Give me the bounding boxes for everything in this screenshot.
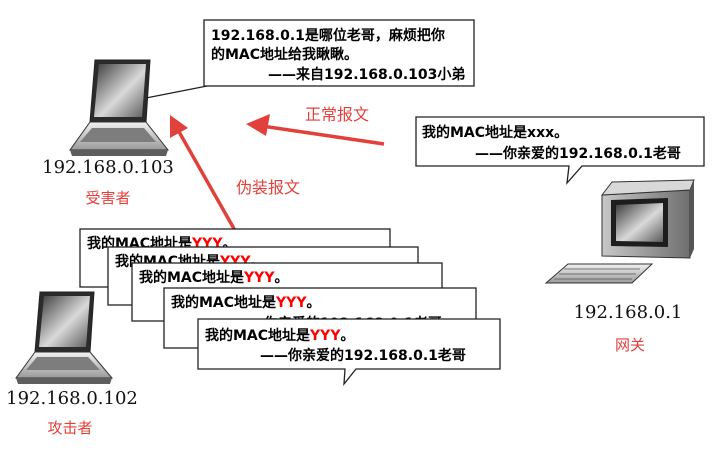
fake-sign: ——你亲爱的192.168.0.1老哥	[260, 347, 466, 364]
gateway-ip: 192.168.0.1	[574, 302, 683, 323]
attacker-ip: 192.168.0.102	[6, 388, 138, 409]
fake-reply-label: 伪装报文	[236, 178, 300, 197]
reply-line-1: 我的MAC地址是xxx。	[422, 124, 568, 141]
request-line-1: 192.168.0.1是哪位老哥，麻烦把你	[211, 27, 445, 44]
victim-laptop-icon	[69, 59, 170, 156]
attacker-role: 攻击者	[47, 419, 92, 437]
gateway-role: 网关	[615, 336, 645, 354]
request-pointer-line	[145, 85, 208, 99]
request-line-2: 的MAC地址给我瞅瞅。	[211, 46, 358, 63]
fake-line: 我的MAC地址是YYY。	[139, 269, 288, 286]
gateway-reply-bubble: 我的MAC地址是xxx。 ——你亲爱的192.168.0.1老哥	[415, 116, 705, 185]
reply-line-2: ——你亲爱的192.168.0.1老哥	[475, 145, 681, 162]
victim-ip: 192.168.0.103	[42, 157, 174, 178]
normal-reply-arrow	[246, 114, 385, 146]
gateway-computer-icon	[544, 179, 695, 284]
fake-line: 我的MAC地址是YYY。	[205, 327, 354, 344]
victim-role: 受害者	[85, 189, 130, 207]
fake-reply-bubble-5: 我的MAC地址是YYY。 ——你亲爱的192.168.0.1老哥	[197, 318, 501, 387]
request-line-3: ——来自192.168.0.103小弟	[268, 66, 465, 83]
fake-reply-arrow	[170, 115, 239, 235]
normal-reply-label: 正常报文	[305, 105, 369, 124]
arp-request-bubble: 192.168.0.1是哪位老哥，麻烦把你 的MAC地址给我瞅瞅。 ——来自19…	[203, 19, 475, 87]
attacker-laptop-icon	[15, 291, 114, 384]
fake-line: 我的MAC地址是YYY。	[171, 294, 320, 311]
